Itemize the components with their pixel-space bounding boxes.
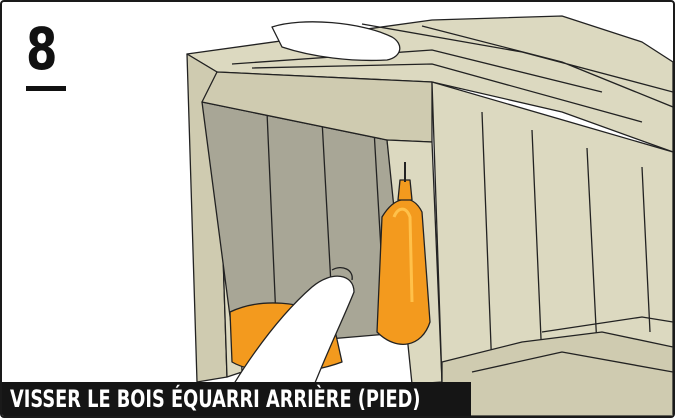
caption-bar: VISSER LE BOIS ÉQUARRI ARRIÈRE (PIED) — [2, 382, 471, 416]
step-number: 8 — [26, 18, 57, 80]
drill-chuck — [398, 180, 412, 200]
step-title: VISSER LE BOIS ÉQUARRI ARRIÈRE (PIED) — [10, 385, 421, 413]
step-number-underline — [26, 86, 66, 91]
drill-body — [377, 199, 430, 344]
